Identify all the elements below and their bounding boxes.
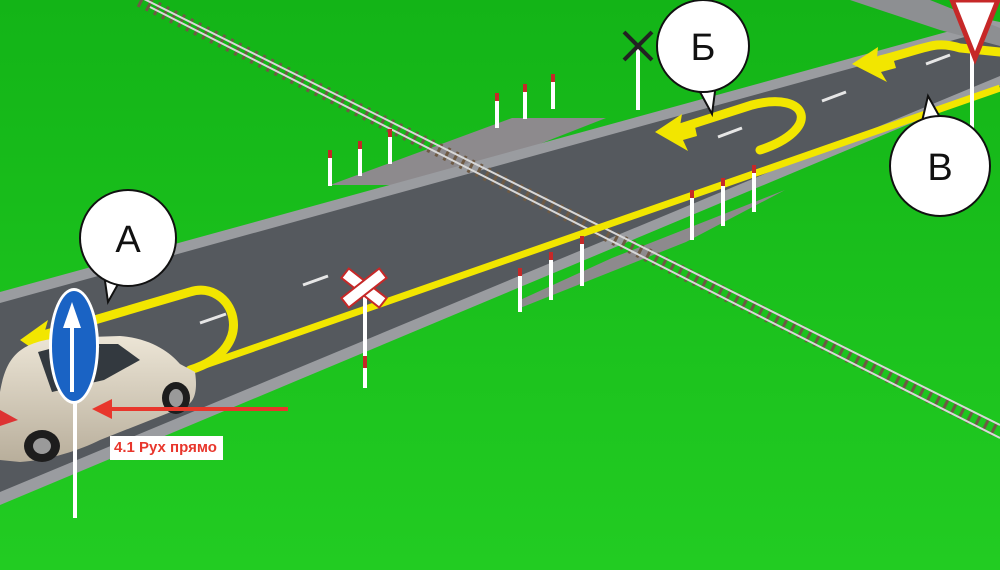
- label-v: В: [927, 147, 952, 189]
- center-dashes: [199, 53, 951, 325]
- railway-track: [136, 0, 1000, 439]
- yield-sign: [949, 0, 1000, 128]
- red-pointer-arrow: [92, 399, 288, 419]
- crossing-pad-lower: [520, 190, 785, 308]
- label-bubble-a: А: [79, 189, 177, 306]
- barrier-posts: [328, 74, 756, 312]
- u-turn-path-a: [35, 285, 238, 375]
- railway-crossing-sign: [339, 267, 389, 388]
- crossing-pad-upper: [330, 118, 606, 185]
- u-turn-arrow-v: [852, 47, 896, 82]
- label-b: Б: [691, 27, 716, 69]
- solid-yellow-line: [183, 84, 1000, 376]
- straight-ahead-sign: [49, 288, 99, 518]
- u-turn-path-b: [675, 97, 806, 155]
- sign-caption: 4.1 Рух прямо: [110, 436, 223, 460]
- arrow-up-icon: [63, 302, 81, 392]
- railway-semaphore: [622, 30, 654, 110]
- label-a: А: [115, 219, 141, 261]
- side-road: [850, 0, 1000, 46]
- u-turn-arrow-b: [655, 114, 697, 151]
- u-turn-path-v: [875, 40, 1000, 65]
- label-bubble-b: Б: [656, 0, 750, 118]
- u-turn-arrow-a: [20, 320, 62, 362]
- label-bubble-v: В: [889, 93, 991, 217]
